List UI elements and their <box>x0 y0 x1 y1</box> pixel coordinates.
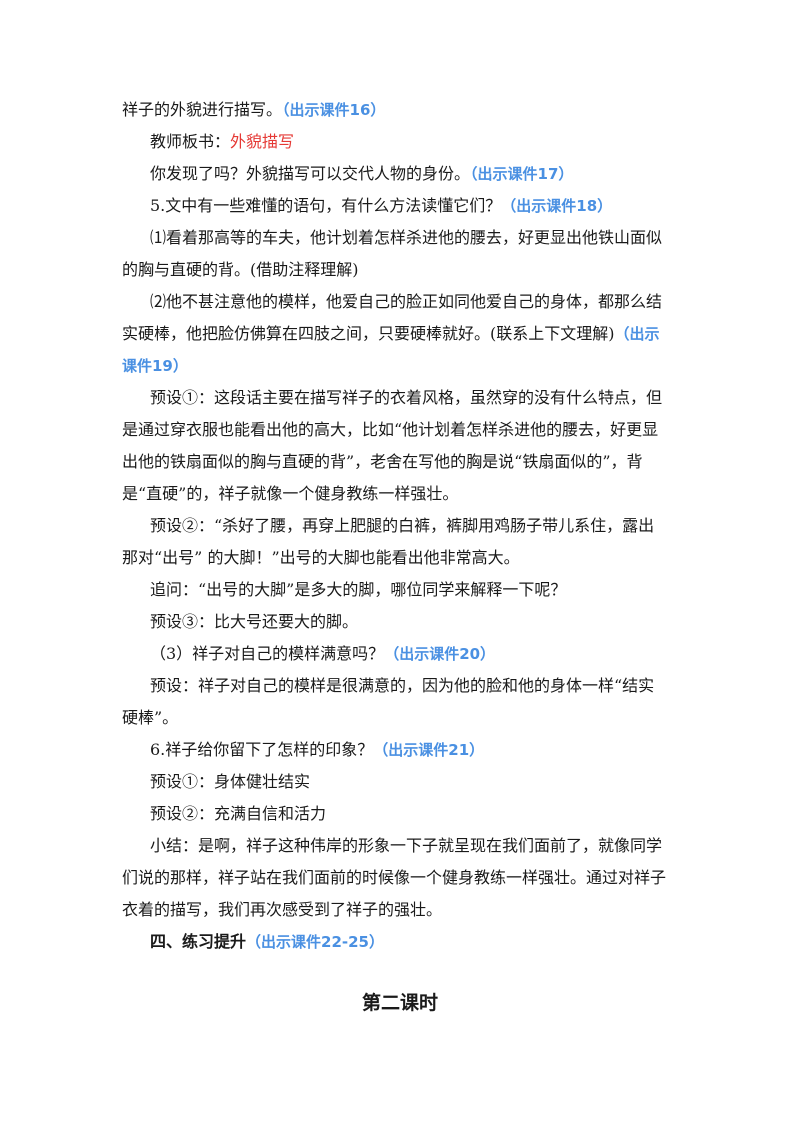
paragraph-text: 是通过穿衣服也能看出他的高大，比如“他计划着怎样杀进他的腰去，好更显 <box>122 420 659 439</box>
slide-reference: （出示 <box>614 325 660 343</box>
paragraph-summary-l3: 衣着的描写，我们再次感受到了祥子的强壮。 <box>122 894 688 926</box>
paragraph-appearance-desc: 祥子的外貌进行描写。（出示课件16） <box>122 94 688 126</box>
slide-reference: （出示课件16） <box>282 101 386 119</box>
paragraph-text: 衣着的描写，我们再次感受到了祥子的强壮。 <box>122 900 443 919</box>
paragraph-question-3: （3）祥子对自己的模样满意吗？（出示课件20） <box>150 638 716 670</box>
paragraph-impression-1: 预设①：身体健壮结实 <box>150 766 716 798</box>
paragraph-text: 预设③：比大号还要大的脚。 <box>150 612 359 631</box>
paragraph-preset-3: 预设③：比大号还要大的脚。 <box>150 606 716 638</box>
paragraph-text: 实硬棒，他把脸仿佛算在四肢之间，只要硬棒就好。(联系上下文理解) <box>122 324 615 343</box>
paragraph-preset-1-l3: 出他的铁扇面似的胸与直硬的背”，老舍在写他的胸是说“铁扇面似的”，背 <box>122 446 688 478</box>
paragraph-text: 追问：“出号的大脚”是多大的脚，哪位同学来解释一下呢？ <box>150 580 567 599</box>
paragraph-sentence-2-line2: 实硬棒，他把脸仿佛算在四肢之间，只要硬棒就好。(联系上下文理解)（出示 <box>122 318 688 350</box>
paragraph-text: 是“直硬”的，祥子就像一个健身教练一样强壮。 <box>122 484 459 503</box>
paragraph-text: 出他的铁扇面似的胸与直硬的背”，老舍在写他的胸是说“铁扇面似的”，背 <box>122 452 643 471</box>
paragraph-preset-2-l2: 那对“出号” 的大脚！”出号的大脚也能看出他非常高大。 <box>122 542 688 574</box>
paragraph-sentence-1-line1: ⑴看着那高等的车夫，他计划着怎样杀进他的腰去，好更显出他铁山面似 <box>150 222 716 254</box>
slide-reference: （出示课件18） <box>501 197 613 215</box>
paragraph-preset-1-l2: 是通过穿衣服也能看出他的高大，比如“他计划着怎样杀进他的腰去，好更显 <box>122 414 688 446</box>
paragraph-text: 预设①：身体健壮结实 <box>150 772 311 791</box>
paragraph-summary-l1: 小结：是啊，祥子这种伟岸的形象一下子就呈现在我们面前了，就像同学 <box>150 830 716 862</box>
paragraph-text: 预设②：充满自信和活力 <box>150 804 327 823</box>
lesson-title: 第二课时 <box>361 992 438 1014</box>
paragraph-text: （3）祥子对自己的模样满意吗？ <box>150 644 385 663</box>
paragraph-text: 那对“出号” 的大脚！”出号的大脚也能看出他非常高大。 <box>122 548 520 567</box>
paragraph-summary-l2: 们说的那样，祥子站在我们面前的时候像一个健身教练一样强壮。通过对祥子 <box>122 862 688 894</box>
slide-reference: （出示课件20） <box>384 645 496 663</box>
paragraph-impression-2: 预设②：充满自信和活力 <box>150 798 716 830</box>
paragraph-text: 预设①：这段话主要在描写祥子的衣着风格，虽然穿的没有什么特点，但 <box>150 388 663 407</box>
paragraph-preset-1-l1: 预设①：这段话主要在描写祥子的衣着风格，虽然穿的没有什么特点，但 <box>150 382 716 414</box>
paragraph-text: ⑴看着那高等的车夫，他计划着怎样杀进他的腰去，好更显出他铁山面似 <box>150 228 663 247</box>
paragraph-text: 你发现了吗？外貌描写可以交代人物的身份。 <box>150 164 471 183</box>
paragraph-preset-satisfied-l1: 预设：祥子对自己的模样是很满意的，因为他的脸和他的身体一样“结实 <box>150 670 716 702</box>
paragraph-text: 祥子的外貌进行描写。 <box>122 100 283 119</box>
paragraph-question-5: 5.文中有一些难懂的语句，有什么方法读懂它们？（出示课件18） <box>150 190 716 222</box>
section-heading-practice: 四、练习提升（出示课件22-25） <box>150 926 716 958</box>
slide-reference: 课件19） <box>122 357 188 375</box>
paragraph-discovery: 你发现了吗？外貌描写可以交代人物的身份。（出示课件17） <box>150 158 716 190</box>
paragraph-text: 硬棒”。 <box>122 708 179 727</box>
paragraph-sentence-1-line2: 的胸与直硬的背。(借助注释理解) <box>122 254 688 286</box>
heading-text: 四、练习提升 <box>150 932 247 951</box>
paragraph-text: 预设：祥子对自己的模样是很满意的，因为他的脸和他的身体一样“结实 <box>150 676 655 695</box>
paragraph-text: 的胸与直硬的背。(借助注释理解) <box>122 260 359 279</box>
paragraph-preset-2-l1: 预设②：“杀好了腰，再穿上肥腿的白裤，裤脚用鸡肠子带儿系住，露出 <box>150 510 716 542</box>
paragraph-sentence-2-line1: ⑵他不甚注意他的模样，他爱自己的脸正如同他爱自己的身体，都那么结 <box>150 286 716 318</box>
slide-reference: （出示课件17） <box>470 165 574 183</box>
slide-reference: （出示课件22-25） <box>246 933 384 951</box>
paragraph-text: ⑵他不甚注意他的模样，他爱自己的脸正如同他爱自己的身体，都那么结 <box>150 292 663 311</box>
board-highlight: 外貌描写 <box>230 132 295 151</box>
paragraph-text: 6.祥子给你留下了怎样的印象？ <box>150 740 374 759</box>
paragraph-text: 小结：是啊，祥子这种伟岸的形象一下子就呈现在我们面前了，就像同学 <box>150 836 663 855</box>
paragraph-text: 们说的那样，祥子站在我们面前的时候像一个健身教练一样强壮。通过对祥子 <box>122 868 667 887</box>
paragraph-follow-up: 追问：“出号的大脚”是多大的脚，哪位同学来解释一下呢？ <box>150 574 716 606</box>
paragraph-sentence-2-line3: 课件19） <box>122 350 688 382</box>
paragraph-question-6: 6.祥子给你留下了怎样的印象？（出示课件21） <box>150 734 716 766</box>
paragraph-preset-satisfied-l2: 硬棒”。 <box>122 702 688 734</box>
paragraph-text: 5.文中有一些难懂的语句，有什么方法读懂它们？ <box>150 196 502 215</box>
paragraph-text: 预设②：“杀好了腰，再穿上肥腿的白裤，裤脚用鸡肠子带儿系住，露出 <box>150 516 655 535</box>
paragraph-board-writing: 教师板书：外貌描写 <box>150 126 716 158</box>
paragraph-preset-1-l4: 是“直硬”的，祥子就像一个健身教练一样强壮。 <box>122 478 688 510</box>
slide-reference: （出示课件21） <box>373 741 485 759</box>
board-label: 教师板书： <box>150 132 231 151</box>
